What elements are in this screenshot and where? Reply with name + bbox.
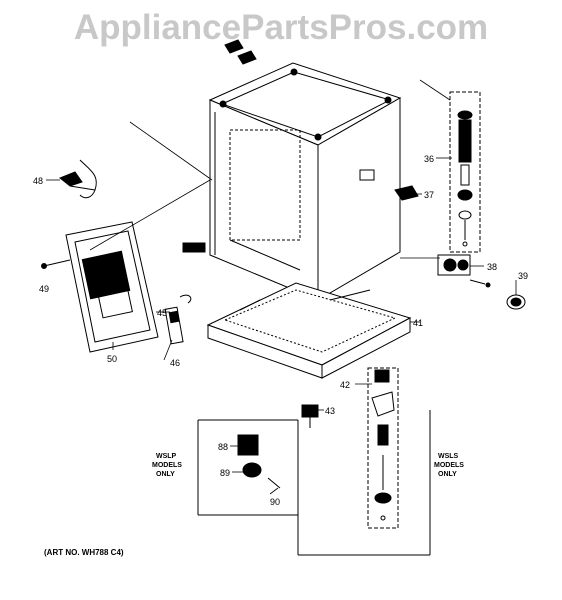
callout-50: 50 xyxy=(107,354,117,364)
front-panel xyxy=(65,221,159,353)
wire-harness xyxy=(59,159,97,199)
callout-38: 38 xyxy=(487,262,497,272)
callout-90: 90 xyxy=(270,497,280,507)
foot-43 xyxy=(301,404,319,428)
screw-49 xyxy=(41,259,71,269)
wsls-label-line3: ONLY xyxy=(438,471,457,478)
cabinet xyxy=(208,62,402,301)
watermark-text: AppliancePartsPros.com xyxy=(73,8,489,47)
callout-36: 36 xyxy=(424,154,434,164)
art-number: (ART NO. WH788 C4) xyxy=(44,548,124,557)
wsls-leveling-assembly xyxy=(367,367,399,529)
callout-39: 39 xyxy=(518,271,528,281)
wslp-label-line3: ONLY xyxy=(156,471,175,478)
wsls-label-line1: WSLS xyxy=(438,453,459,460)
callout-46: 46 xyxy=(170,358,180,368)
wslp-label-line1: WSLP xyxy=(156,453,177,460)
label-stickers xyxy=(182,39,257,253)
damper-strut xyxy=(449,91,481,253)
callout-88: 88 xyxy=(218,442,228,452)
leveling-leg-39 xyxy=(506,294,526,310)
wslp-parts xyxy=(197,419,298,516)
callout-45: 45 xyxy=(157,308,167,318)
callout-48: 48 xyxy=(33,176,43,186)
callout-89: 89 xyxy=(220,468,230,478)
lid-switch xyxy=(164,294,192,345)
lid-catch xyxy=(394,185,419,201)
wslp-label-line2: MODELS xyxy=(152,462,182,469)
leader-lines xyxy=(46,79,517,495)
wsls-label-line2: MODELS xyxy=(434,462,464,469)
base-pan xyxy=(206,282,412,379)
callout-43: 43 xyxy=(325,406,335,416)
callout-37: 37 xyxy=(424,190,434,200)
water-valve xyxy=(437,254,491,288)
callout-42: 42 xyxy=(340,380,350,390)
wsls-bracket xyxy=(297,410,431,556)
callout-49: 49 xyxy=(39,284,49,294)
callout-41: 41 xyxy=(413,318,423,328)
